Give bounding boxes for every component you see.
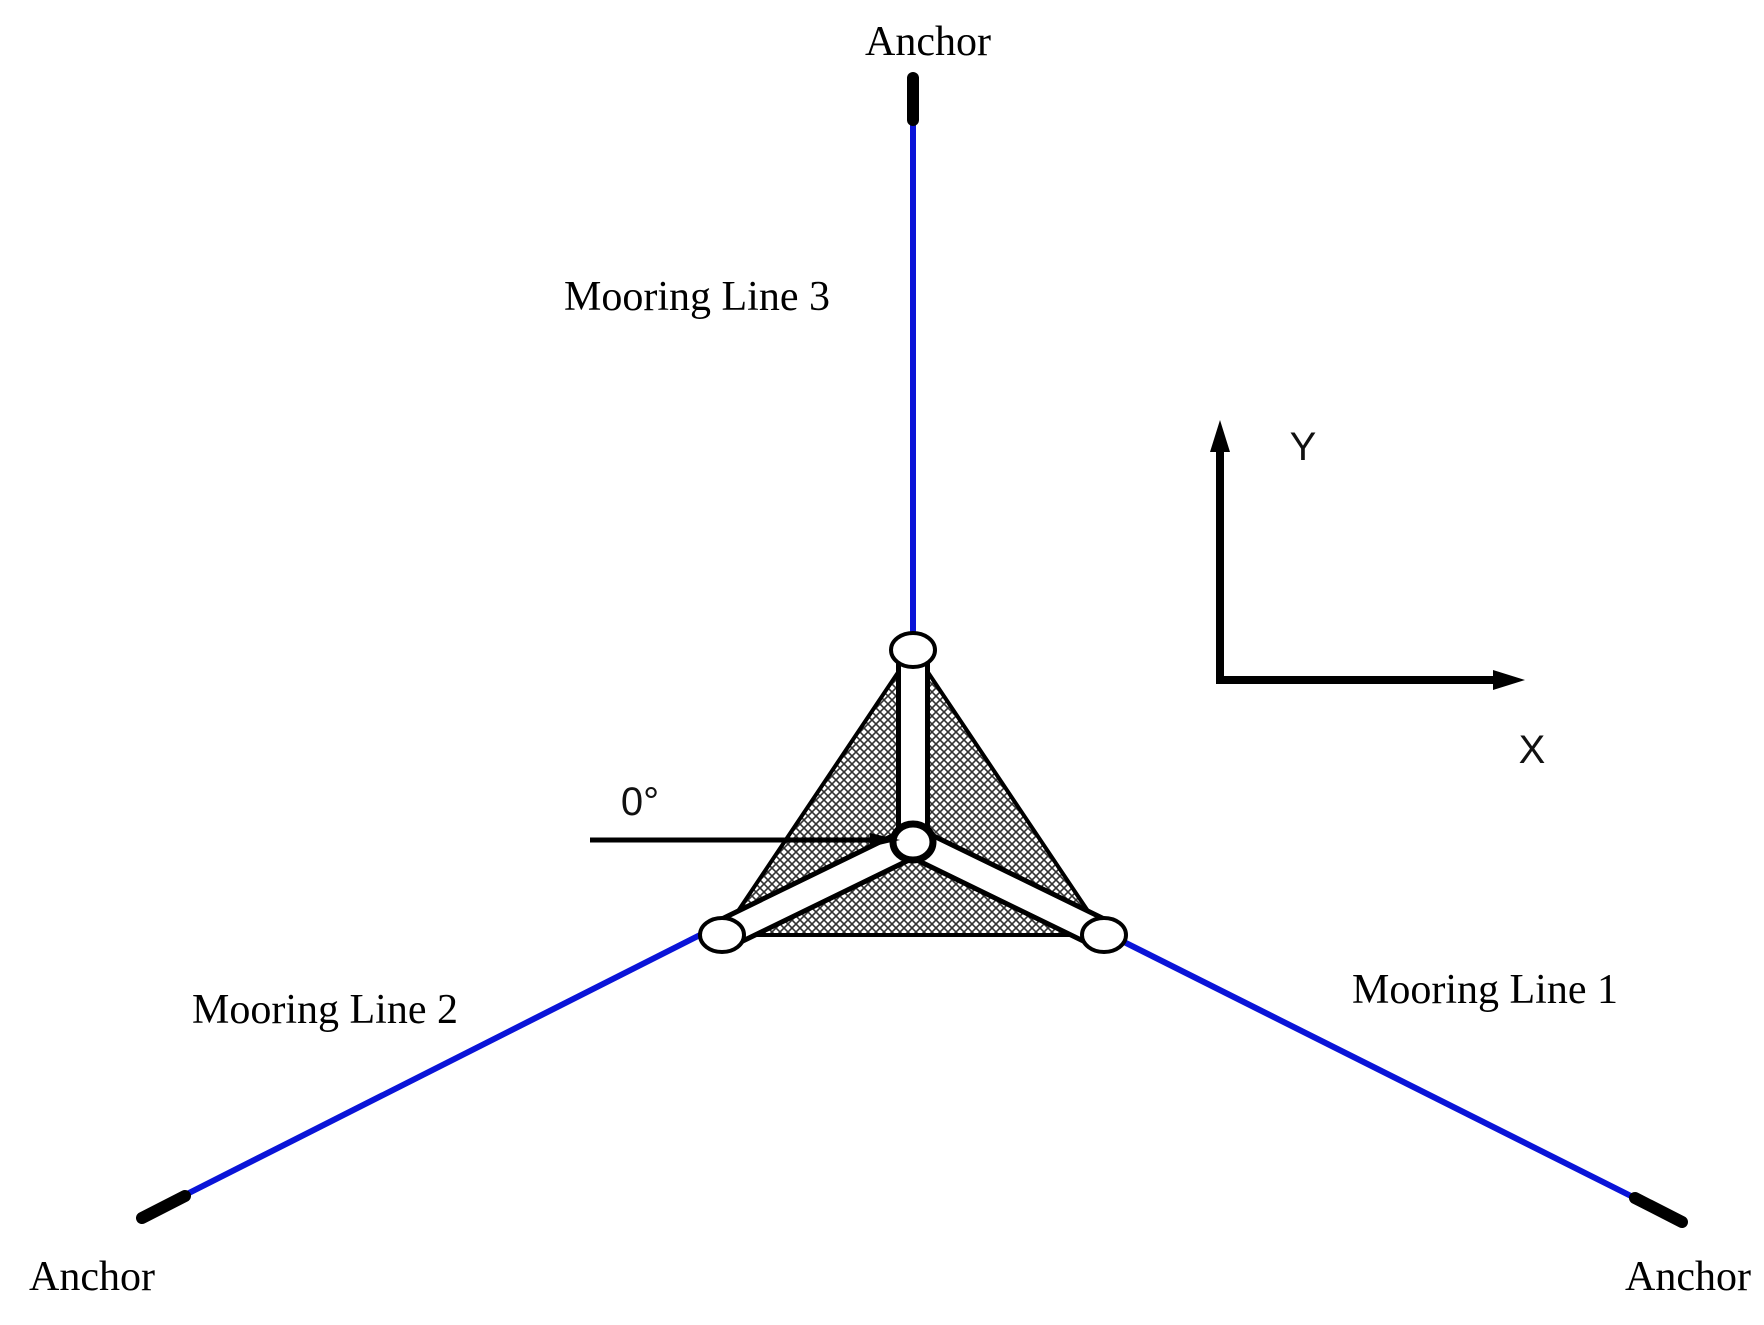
mooring-line-2 <box>183 932 702 1198</box>
main-column <box>889 820 937 864</box>
anchor-left-label: Anchor <box>29 1254 155 1300</box>
anchor-right-label: Anchor <box>1625 1254 1751 1300</box>
heading-angle-label: 0° <box>621 780 659 824</box>
heading-arrow-icon <box>590 833 900 847</box>
platform-icon <box>698 631 1128 954</box>
offset-column-2 <box>698 916 746 954</box>
offset-column-1 <box>1080 916 1128 954</box>
y-axis-label: Y <box>1290 425 1317 469</box>
pontoon-arm-1 <box>896 825 1121 952</box>
offset-column-3 <box>889 631 937 669</box>
anchor-left-marker <box>136 1190 191 1224</box>
coordinate-axes-icon <box>1210 420 1525 690</box>
mooring-line-1-label: Mooring Line 1 <box>1352 967 1618 1013</box>
x-axis-label: X <box>1519 728 1546 772</box>
mooring-line-2-label: Mooring Line 2 <box>192 987 458 1033</box>
mooring-line-1 <box>1108 932 1637 1201</box>
mooring-line-3-label: Mooring Line 3 <box>564 274 830 320</box>
anchor-top-label: Anchor <box>865 19 991 65</box>
pontoon-arm-2 <box>705 825 930 952</box>
anchor-right-marker <box>1629 1192 1688 1228</box>
